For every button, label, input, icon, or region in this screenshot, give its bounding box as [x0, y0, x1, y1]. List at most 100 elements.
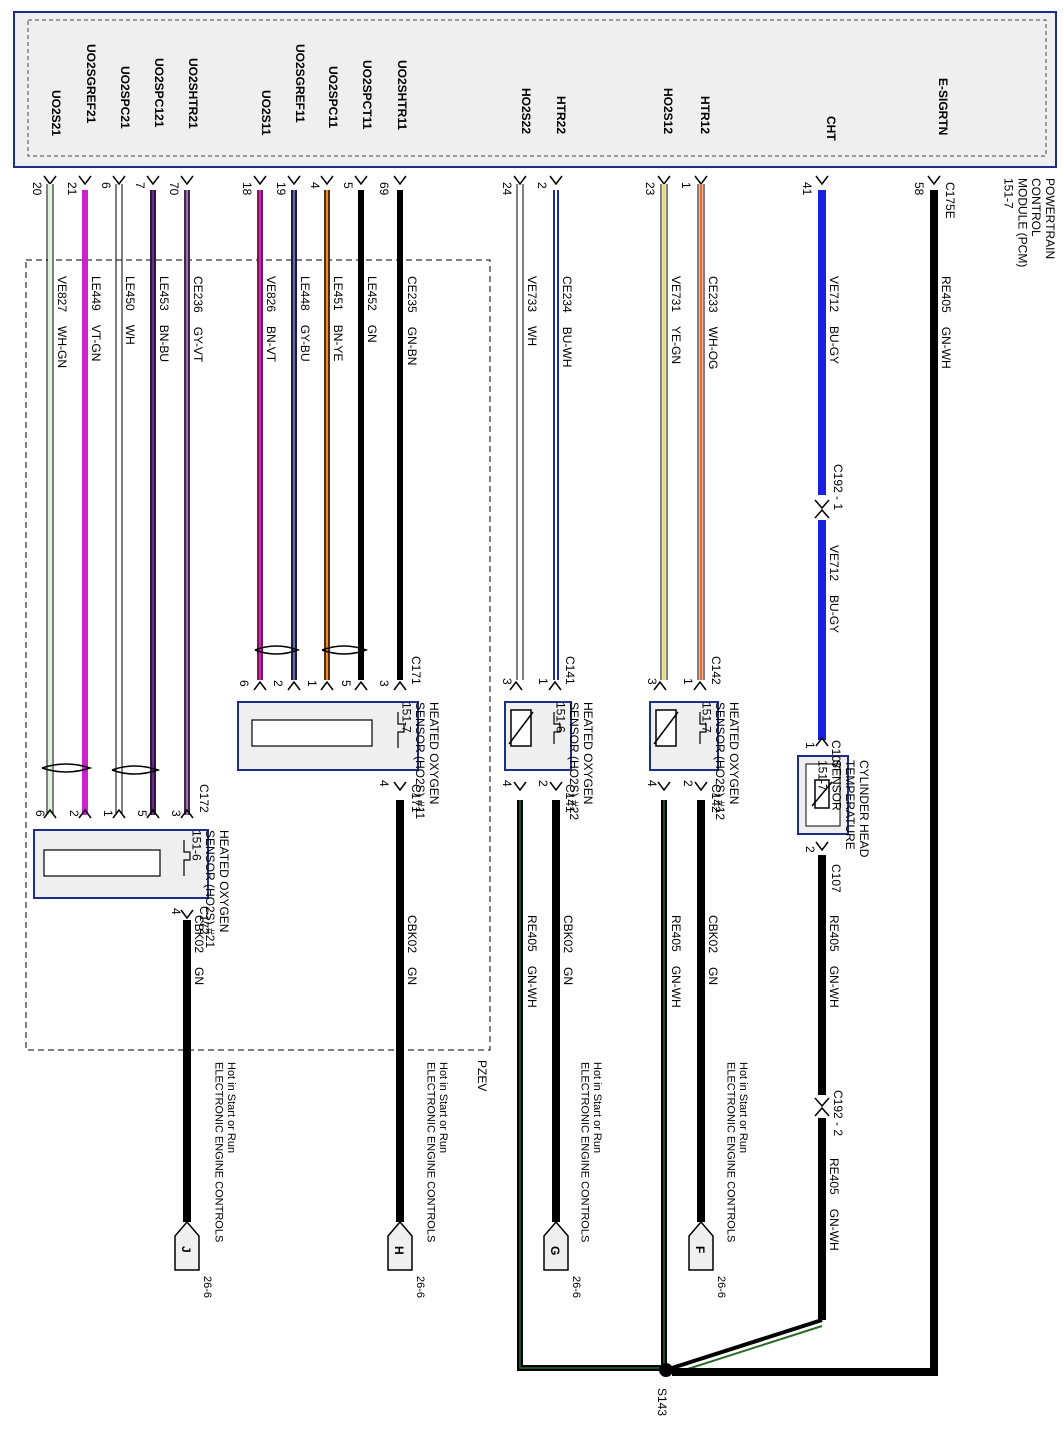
terminal-arrow	[287, 175, 301, 186]
ho2s22-sensor[interactable]: HEATED OXYGENSENSOR (HO2S) #22151-6 C141…	[500, 656, 595, 820]
twist-markers	[41, 645, 369, 775]
ho2s12-pin: 3	[645, 678, 659, 685]
signal-name: HO2S12	[661, 88, 675, 134]
terminal-arrow	[815, 736, 829, 747]
signal-name: UO2SPC21	[118, 66, 132, 129]
circuit-label: LE450WH	[123, 276, 137, 345]
wire-re405-main[interactable]	[672, 190, 938, 1376]
circuit-label: RE405GN-WH	[939, 276, 953, 369]
circuit-label: VE731YE-GN	[669, 276, 683, 364]
pin-number: 5	[341, 182, 355, 189]
connector-ref: 26-6	[414, 1276, 426, 1298]
signal-name: UO2SGREF11	[293, 44, 307, 123]
wire-re405-cht-3	[671, 1318, 823, 1370]
c192-2-arrow-2	[814, 1106, 830, 1117]
pcm-connector: C175E	[943, 182, 957, 219]
ho2s11-sensor[interactable]: HEATED OXYGENSENSOR (HO2S) #11151-7 C171…	[237, 656, 441, 819]
twist-marker	[41, 763, 93, 773]
connector-shape	[543, 1220, 569, 1271]
power-circuit-label: CBK02GN	[405, 915, 419, 985]
power-note: Hot in Start or RunELECTRONIC ENGINE CON…	[424, 1062, 449, 1242]
twist-marker	[321, 645, 369, 655]
signal-name: UO2SGREF21	[84, 44, 98, 124]
connector-shape	[387, 1220, 413, 1271]
terminal-arrow	[927, 175, 941, 186]
terminal-arrow	[253, 175, 267, 186]
ho2s11-label: HEATED OXYGENSENSOR (HO2S) #11151-7	[399, 702, 441, 819]
ho2s11-element	[251, 719, 373, 747]
ho2s22-pin: 2	[536, 780, 550, 787]
circuit-label: RE405GN-WH	[525, 915, 539, 1008]
splice-s143[interactable]: S143	[655, 1363, 673, 1416]
terminal-arrow	[693, 680, 707, 691]
off-page-connector-f[interactable]: F 26-6	[688, 1220, 727, 1298]
ho2s21-conn-bottom: C172	[197, 906, 211, 935]
ho2s21-pin: 2	[67, 810, 81, 817]
terminal-arrow	[287, 680, 301, 691]
circuit-label: VE827WH-GN	[55, 276, 69, 368]
off-page-connectors: F 26-6 G 26-6 H 26-6 J 26-6	[174, 1220, 727, 1298]
twist-marker	[254, 645, 301, 655]
signal-name: E-SIGRTN	[936, 78, 950, 135]
ground-wires	[517, 800, 667, 1371]
pcm-module[interactable]	[13, 11, 1057, 168]
ho2s11-pin: 1	[305, 680, 319, 687]
power-note: Hot in Start or RunELECTRONIC ENGINE CON…	[724, 1062, 749, 1242]
circuit-label: VE826BN-VT	[264, 276, 278, 363]
ho2s21-label: HEATED OXYGENSENSOR (HO2S) #21151-6	[189, 830, 231, 948]
power-circuit-label: CBK02GN	[192, 915, 206, 985]
ho2s21-pin: 1	[101, 810, 115, 817]
terminal-arrow	[815, 841, 829, 852]
ho2s21-pin: 6	[33, 810, 47, 817]
signal-name: UO2SHTR11	[395, 60, 409, 130]
off-page-connector-j[interactable]: J 26-6	[174, 1220, 213, 1298]
circuit-label: LE452GN	[365, 276, 379, 343]
ho2s11-heater	[397, 712, 405, 748]
off-page-connector-h[interactable]: H 26-6	[387, 1220, 426, 1298]
cht-label: CYLINDER HEADTEMPERATURESENSOR151-7	[816, 760, 871, 858]
signal-name: CHT	[824, 116, 838, 141]
ho2s11-conn-top: C171	[409, 656, 423, 685]
pin-number: 6	[99, 182, 113, 189]
ho2s21-sensor[interactable]: HEATED OXYGENSENSOR (HO2S) #21151-6 C172…	[33, 784, 231, 948]
terminal-arrow	[112, 808, 126, 819]
ho2s12-heater	[699, 712, 707, 744]
ho2s21-conn-top: C172	[197, 784, 211, 813]
pcm-module-inner	[27, 19, 1047, 157]
pin-number: 21	[65, 182, 79, 196]
c192-2-label: C192 - 2	[831, 1090, 845, 1136]
ho2s22-heater	[553, 712, 561, 744]
pin-number: 19	[274, 182, 288, 196]
terminal-arrow	[253, 680, 267, 691]
c192-1-arrow	[814, 499, 830, 510]
connector-letter: F	[693, 1246, 707, 1253]
cht-conn-bottom: C107	[829, 864, 843, 893]
ho2s22-conn-bottom: C141	[563, 784, 577, 813]
twist-marker	[111, 765, 161, 775]
terminal-arrow	[694, 781, 708, 792]
terminal-arrow	[320, 175, 334, 186]
terminal-arrow	[320, 680, 334, 691]
terminal-arrow	[657, 781, 671, 792]
cht-pin-top: 1	[803, 742, 817, 749]
power-note: Hot in Start or RunELECTRONIC ENGINE CON…	[578, 1062, 603, 1242]
connector-letter: G	[548, 1246, 562, 1255]
ho2s12-sensor[interactable]: HEATED OXYGENSENSOR (HO2S) #12151-7 C142…	[645, 656, 741, 820]
terminal-arrow	[78, 175, 92, 186]
ho2s11-pin: 6	[237, 680, 251, 687]
ho2s22-slash	[508, 711, 534, 745]
pzev-label: PZEV	[475, 1060, 489, 1091]
ho2s22-pin: 3	[500, 678, 514, 685]
off-page-connector-g[interactable]: G 26-6	[543, 1220, 582, 1298]
ho2s12-pin: 4	[645, 780, 659, 787]
cht-sensor[interactable]: CYLINDER HEADTEMPERATURESENSOR151-7 C107…	[797, 740, 871, 893]
pin-number: 70	[167, 182, 181, 196]
connector-ref: 26-6	[715, 1276, 727, 1298]
ground-wire-labels: RE405GN-WH RE405GN-WH	[525, 915, 683, 1008]
terminal-arrow	[146, 808, 160, 819]
ho2s12-label: HEATED OXYGENSENSOR (HO2S) #12151-7	[699, 702, 741, 820]
power-labels: CBK02GN CBK02GN CBK02GN CBK02GN Hot in S…	[192, 915, 749, 1242]
terminal-arrow	[78, 808, 92, 819]
pin-number: 7	[133, 182, 147, 189]
